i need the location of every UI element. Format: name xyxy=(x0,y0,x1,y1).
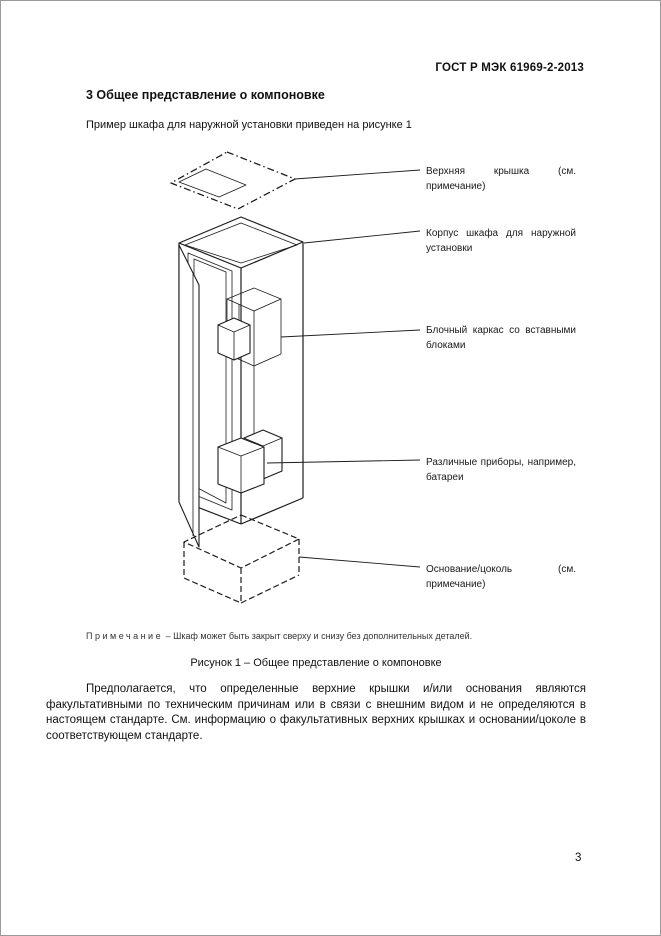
figure-label-base: Основание/цоколь (см. примечание) xyxy=(426,564,576,590)
note-label: Примечание xyxy=(86,631,164,641)
figure-caption: Рисунок 1 – Общее представление о компон… xyxy=(190,657,442,669)
intro-paragraph: Пример шкафа для наружной установки прив… xyxy=(86,119,412,131)
door-panel-drawing xyxy=(178,244,200,548)
document-header: ГОСТ Р МЭК 61969-2-2013 xyxy=(435,62,584,74)
note-text: – Шкаф может быть закрыт сверху и снизу … xyxy=(165,631,473,641)
figure-note: Примечание – Шкаф может быть закрыт свер… xyxy=(86,631,586,641)
battery-boxes-drawing xyxy=(217,429,283,494)
top-cover-drawing xyxy=(170,151,296,210)
section-title: 3 Общее представление о компоновке xyxy=(86,88,325,102)
figure-label-top-cover: Верхняя крышка (см. примечание) xyxy=(426,166,576,192)
body-paragraph: Предполагается, что определенные верхние… xyxy=(46,683,586,742)
figure-label-block-frame: Блочный каркас со вставными блоками xyxy=(426,325,576,351)
figure-label-cabinet-body: Корпус шкафа для наружной установки xyxy=(426,228,576,254)
block-frame-drawing xyxy=(217,287,282,441)
figure-label-devices: Различные приборы, например, батареи xyxy=(426,457,576,483)
base-plinth-drawing xyxy=(183,514,300,604)
page-number: 3 xyxy=(575,852,582,864)
leader-lines xyxy=(266,169,421,568)
